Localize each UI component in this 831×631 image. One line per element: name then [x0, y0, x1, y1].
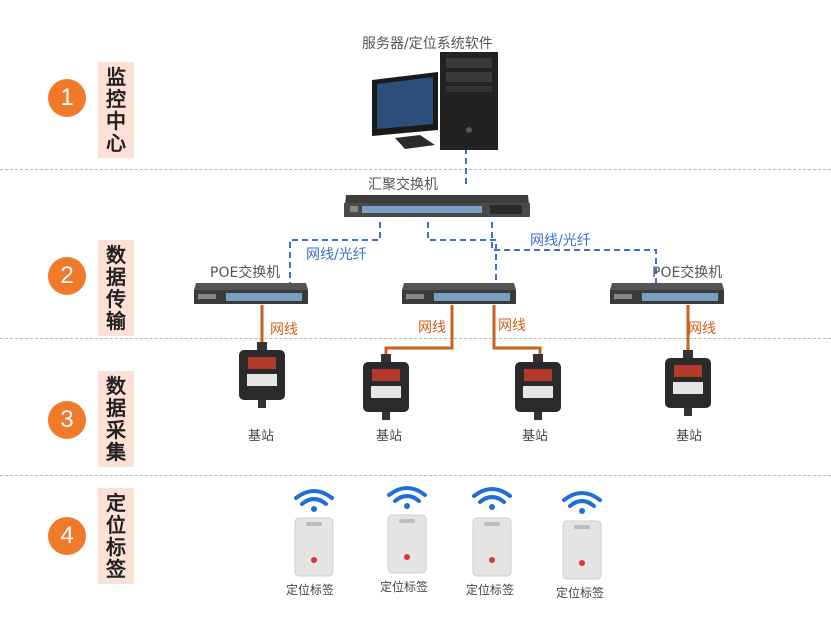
- base-station-3: [515, 354, 561, 420]
- base-station-1: [239, 342, 285, 408]
- tag-label-3: 定位标签: [466, 583, 515, 597]
- base-station-label-2: 基站: [376, 429, 403, 444]
- base-station-2: [363, 354, 409, 420]
- wifi-icon-2: [387, 486, 427, 503]
- wifi-icon-4: [562, 491, 602, 508]
- tag-label-1: 定位标签: [286, 583, 335, 597]
- cable-middle-left: [384, 305, 454, 358]
- wifi-icon-1: [294, 489, 334, 506]
- poe-switch-middle: [402, 283, 516, 304]
- divider-1: [0, 169, 831, 170]
- cable-label-2: 网线: [418, 320, 446, 336]
- cable-middle-right: [492, 305, 542, 358]
- base-station-label-4: 基站: [676, 429, 703, 444]
- section-3-text: 数据采集: [106, 374, 126, 464]
- section-1-text: 监控中心: [106, 65, 126, 155]
- server-computer: [372, 52, 498, 150]
- section-4-text: 定位标签: [106, 491, 126, 581]
- base-station-4: [665, 350, 711, 416]
- section-2-number: 2: [48, 257, 86, 295]
- section-3-label: 数据采集: [98, 371, 134, 467]
- base-station-label-3: 基站: [522, 429, 549, 444]
- link-core-left: [289, 222, 381, 296]
- uplink-right-label: 网线/光纤: [530, 233, 591, 249]
- section-2-text: 数据传输: [106, 243, 126, 333]
- cable-links: [260, 305, 690, 358]
- network-links: [289, 148, 657, 296]
- section-4-number: 4: [48, 517, 86, 555]
- section-1-number: 1: [48, 79, 86, 117]
- section-2-label: 数据传输: [98, 240, 134, 336]
- tag-label-2: 定位标签: [380, 580, 429, 594]
- divider-3: [0, 475, 831, 476]
- core-switch: [344, 195, 530, 217]
- cable-label-4: 网线: [688, 321, 716, 337]
- poe-switch-left: [194, 283, 308, 304]
- divider-2: [0, 338, 831, 339]
- server-label: 服务器/定位系统软件: [362, 36, 493, 52]
- poe-switch-left-label: POE交换机: [210, 265, 281, 281]
- link-core-middle: [427, 222, 497, 296]
- tag-label-4: 定位标签: [556, 586, 605, 600]
- poe-switch-right: [610, 283, 724, 304]
- base-station-label-1: 基站: [248, 429, 275, 444]
- core-switch-label: 汇聚交换机: [368, 177, 438, 193]
- uplink-left-label: 网线/光纤: [306, 247, 367, 263]
- section-1-label: 监控中心: [98, 62, 134, 158]
- cable-label-1: 网线: [270, 322, 298, 338]
- section-3-number: 3: [48, 401, 86, 439]
- tag-4: [562, 491, 602, 580]
- wifi-icon-3: [472, 487, 512, 504]
- tag-1: [294, 489, 334, 577]
- section-4-label: 定位标签: [98, 488, 134, 584]
- link-core-right: [491, 222, 657, 296]
- tag-3: [472, 487, 512, 577]
- cable-label-3: 网线: [498, 318, 526, 334]
- tag-2: [387, 486, 427, 574]
- poe-switch-right-label: POE交换机: [652, 265, 723, 281]
